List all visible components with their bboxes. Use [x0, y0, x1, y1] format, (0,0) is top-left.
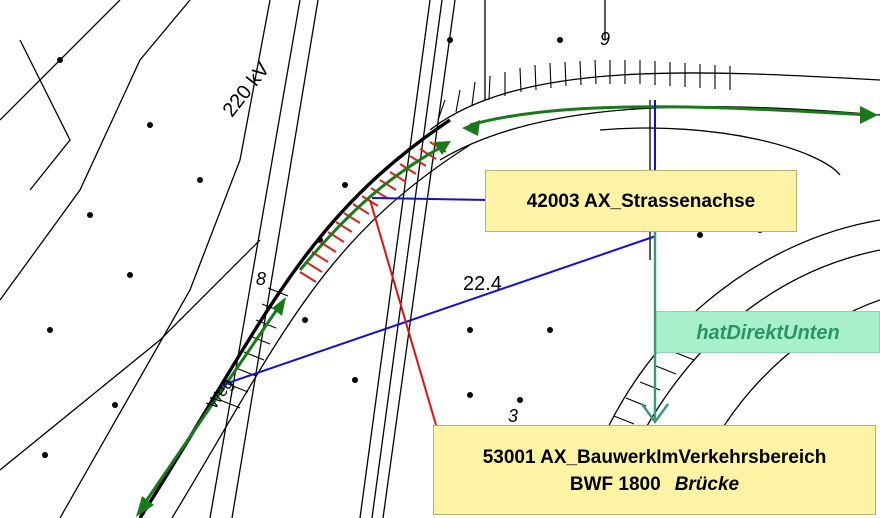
number-label-left: 8 — [256, 269, 266, 289]
road-axis-arrows — [138, 105, 869, 511]
embankment-hatching — [219, 59, 785, 479]
road-axis-arrowheads — [136, 106, 878, 517]
bauwerk-class-label: 53001 AX_BauwerkImVerkehrsbereich — [482, 447, 827, 468]
bauwerk-callout: 53001 AX_BauwerkImVerkehrsbereich BWF 18… — [433, 425, 876, 515]
bauwerk-function-code: BWF 1800 — [569, 474, 661, 495]
number-label-small: 3 — [508, 406, 518, 426]
relation-arrow — [641, 232, 669, 425]
relation-label: hatDirektUnten — [656, 311, 880, 353]
elevation-label: 22.4 — [463, 273, 502, 295]
power-line-label: 220 kV — [219, 58, 275, 121]
link-lines — [221, 100, 657, 426]
bauwerk-function-line: BWF 1800 Brücke — [434, 471, 875, 498]
number-label-top: 9 — [600, 29, 610, 49]
bauwerk-function-type: Brücke — [674, 474, 740, 495]
strassenachse-callout: 42003 AX_Strassenachse — [485, 170, 797, 232]
